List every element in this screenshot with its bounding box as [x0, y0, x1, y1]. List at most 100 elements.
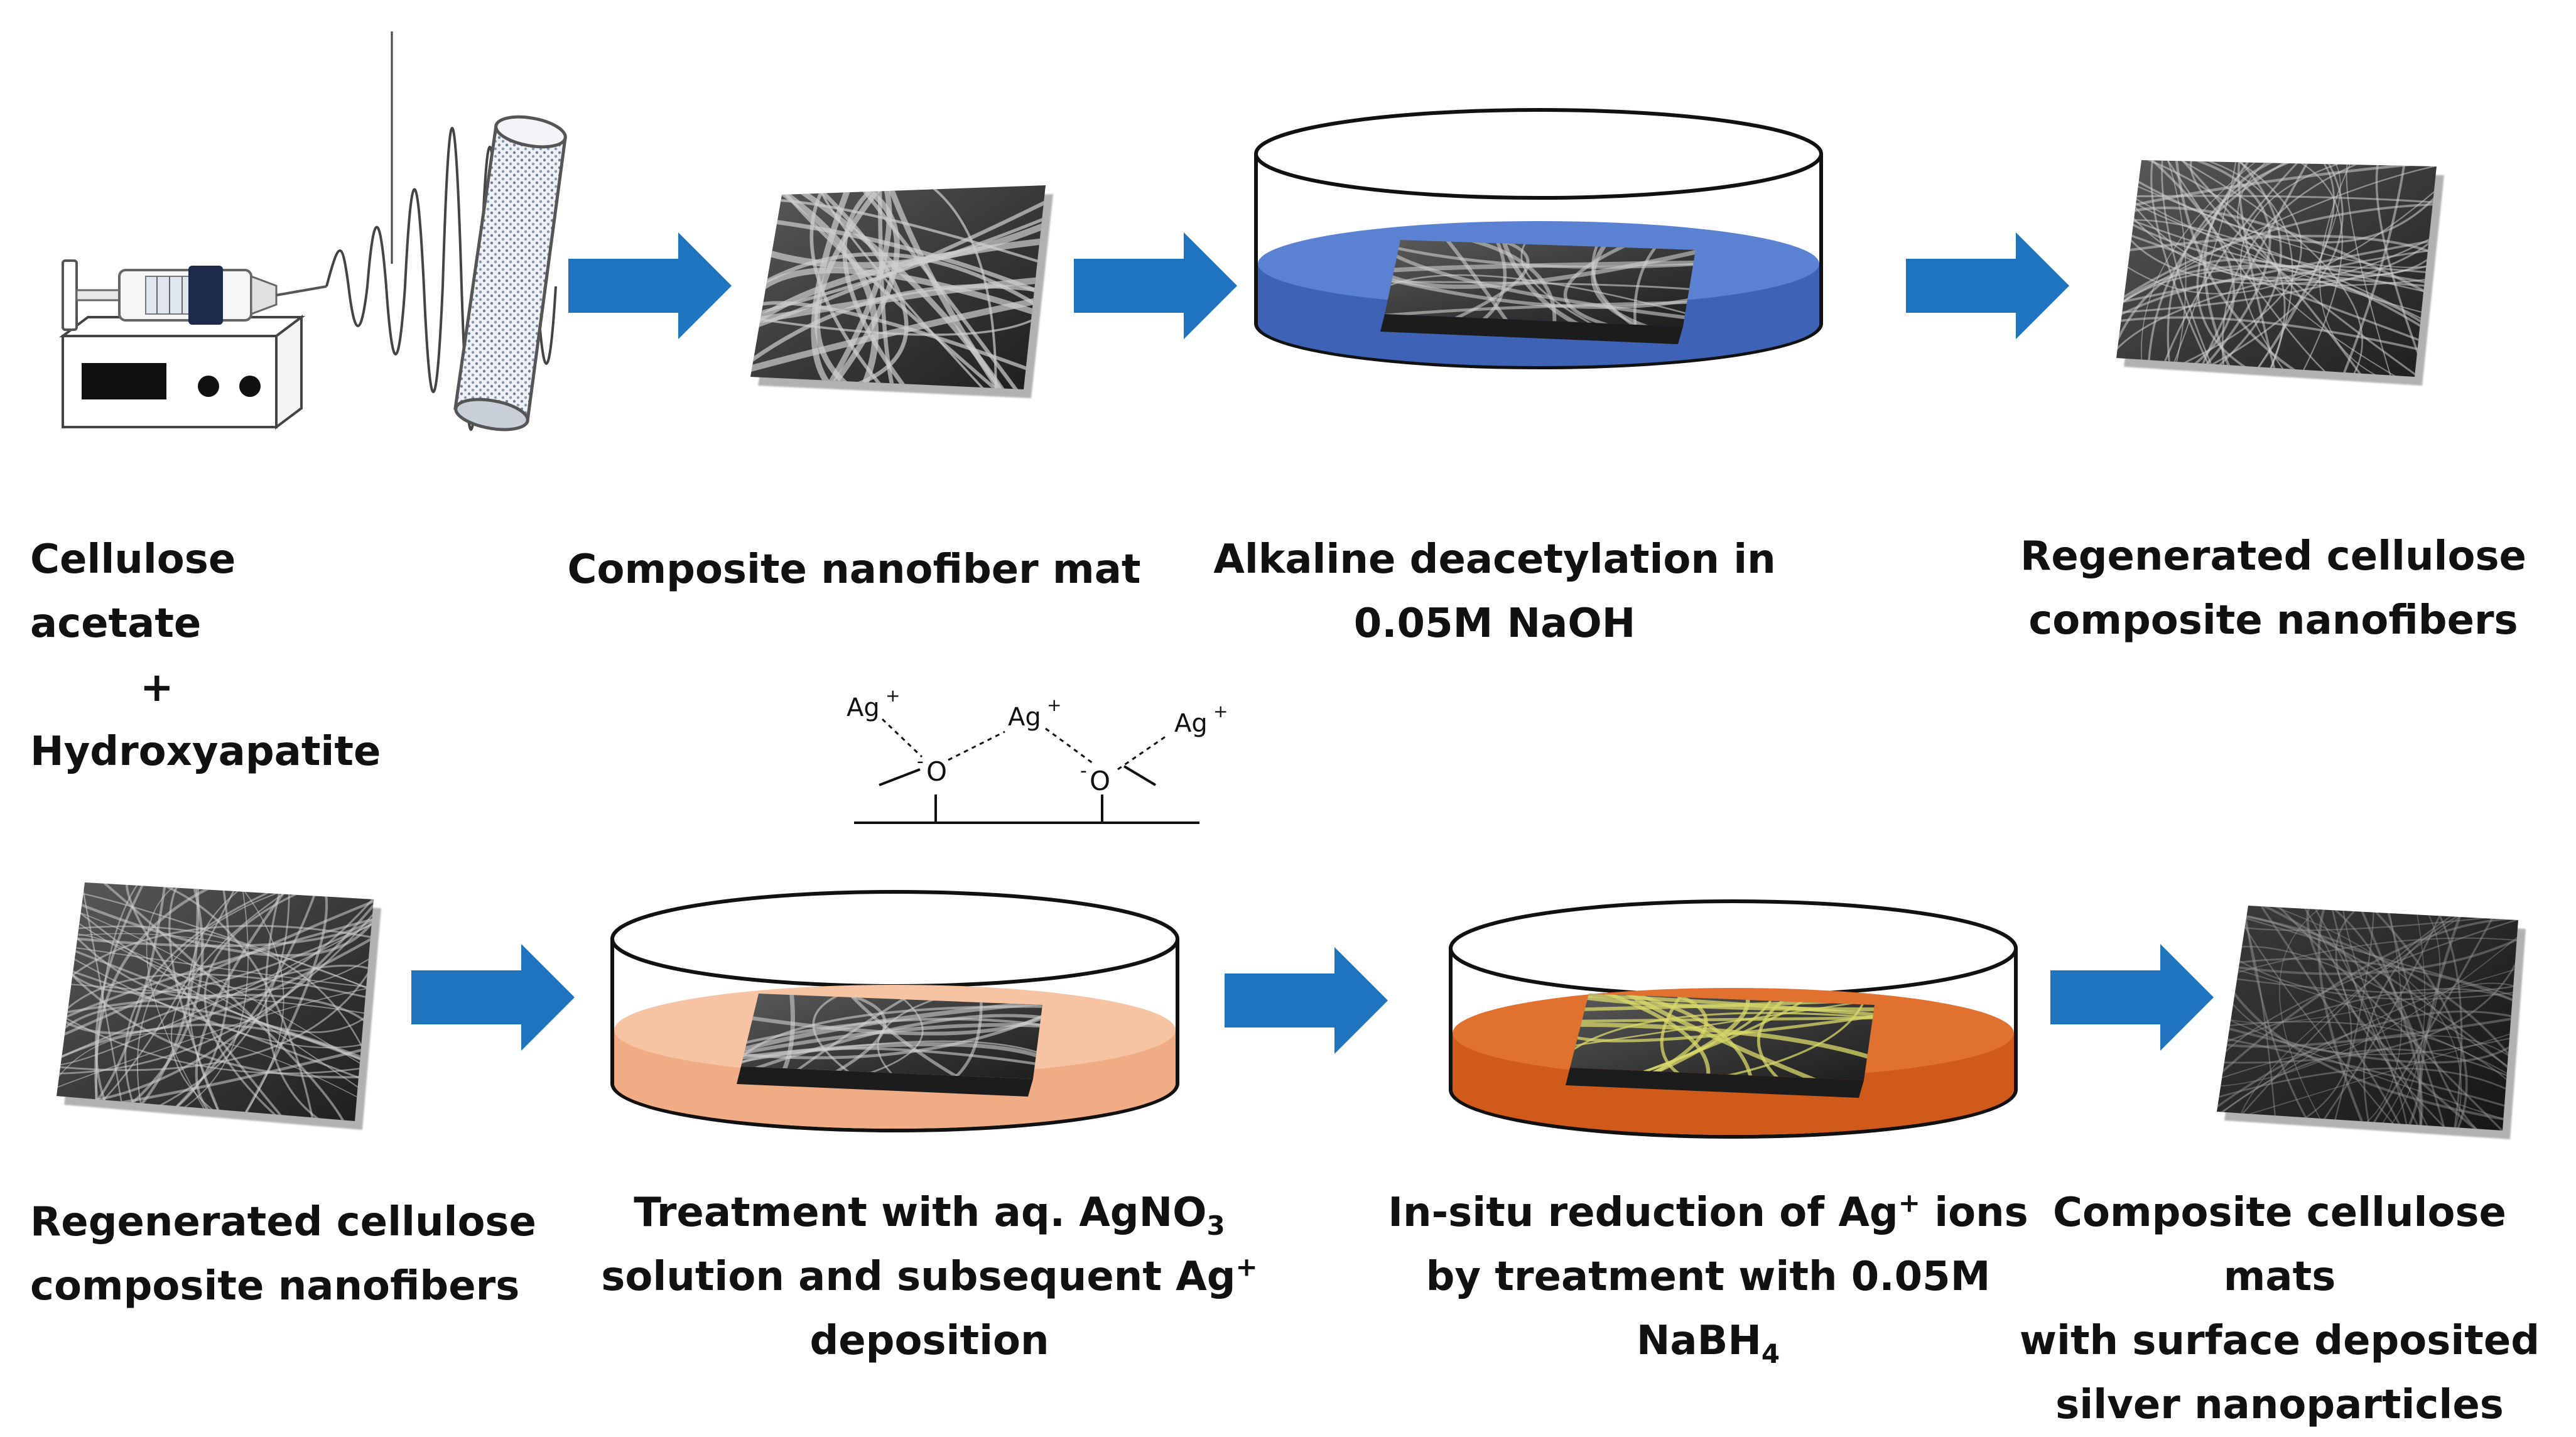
fiber-strand: [57, 937, 374, 1071]
fiber-strand: [2116, 180, 2437, 320]
fiber-strand: [1571, 994, 1755, 1080]
fiber-strand: [2217, 1021, 2518, 1106]
fiber-strand: [57, 962, 374, 1090]
nanofiber-mat-icon: [750, 185, 1053, 398]
fiber-strand: [2217, 958, 2518, 1007]
fiber-strand: [2243, 160, 2341, 377]
fiber-strand: [811, 185, 857, 389]
fiber-strand: [57, 933, 374, 998]
nanofiber-mat-icon: [1566, 994, 1875, 1098]
nanofiber-mat-icon: [1380, 240, 1696, 344]
drum-collector-icon: [453, 115, 567, 431]
fiber-strand: [1385, 260, 1696, 275]
fiber-strand: [94, 882, 254, 1121]
fiber-strand: [125, 882, 297, 1121]
fiber-strand: [1520, 240, 1623, 327]
fiber-strand: [1407, 240, 1530, 327]
fiber-strand: [1563, 240, 1679, 327]
fiber-strand: [2141, 160, 2275, 377]
fiber-strand: [2242, 160, 2335, 377]
fiber-strand: [2217, 960, 2518, 1088]
fiber-strand: [768, 994, 795, 1079]
fiber-strand: [2418, 906, 2470, 1131]
fiber-strand: [1435, 240, 1522, 327]
right-arrow-icon: [2050, 944, 2214, 1051]
caption-cellulose-acetate-hydroxyapatite: Cellulose acetate + Hydroxyapatite: [30, 536, 381, 775]
fiber-strand: [264, 882, 345, 1121]
fiber-texture: [750, 185, 1046, 389]
fiber-strand: [2217, 911, 2518, 1064]
nanofiber-mat-icon: [737, 994, 1042, 1097]
petri-dish-icon: [610, 890, 1179, 1132]
fiber-strand: [203, 882, 359, 1121]
caption-agno3-treatment: Treatment with aq. AgNO3 solution and su…: [601, 1190, 1258, 1364]
fiber-strand: [2328, 906, 2375, 1131]
fiber-strand: [750, 293, 1046, 376]
fiber-strand: [2217, 925, 2518, 1088]
fiber-strand: [2194, 160, 2317, 377]
fiber-strand: [2279, 906, 2347, 1131]
fiber-strand: [1570, 1022, 1875, 1065]
right-arrow-icon: [1225, 947, 1388, 1054]
fiber-strand: [1570, 1016, 1875, 1023]
fiber-strand: [1570, 1012, 1875, 1043]
fiber-strand: [741, 1009, 1042, 1036]
fiber-strand: [57, 929, 374, 1035]
fiber-strand: [2306, 906, 2494, 1131]
fiber-strand: [750, 217, 1046, 269]
fiber-strand: [2357, 906, 2468, 1131]
syringe-icon: [62, 259, 327, 331]
caption-regenerated-cellulose-row2: Regenerated cellulose composite nanofibe…: [30, 1199, 536, 1310]
fiber-strand: [57, 925, 374, 1001]
fiber-strand: [750, 194, 1046, 335]
fiber-strand: [2217, 908, 2518, 1085]
electrospinning-apparatus-icon: [59, 31, 567, 431]
fiber-strand: [2116, 258, 2437, 376]
fiber-strand: [2116, 264, 2437, 325]
ag-ion-2: Ag: [1008, 703, 1041, 732]
fiber-strand: [2150, 160, 2222, 377]
fiber-strand: [2167, 160, 2337, 377]
fiber-strand: [2375, 906, 2426, 1131]
right-arrow-icon: [568, 232, 732, 339]
right-arrow-icon: [1906, 232, 2069, 339]
fiber-texture: [741, 994, 1042, 1079]
caption-insitu-reduction: In-situ reduction of Ag+ ions by treatme…: [1388, 1187, 2028, 1369]
svg-text:-: -: [1080, 760, 1087, 782]
fiber-strand: [2163, 160, 2344, 377]
fiber-strand: [57, 943, 374, 1079]
fiber-strand: [2217, 917, 2518, 1089]
fiber-strand: [2217, 1067, 2518, 1104]
fiber-strand: [2116, 202, 2437, 312]
fiber-strand: [2158, 160, 2349, 377]
fiber-strand: [2217, 988, 2518, 1051]
svg-text:-: -: [917, 751, 924, 773]
nanofiber-mat-icon: [57, 882, 381, 1130]
fiber-strand: [1570, 994, 1875, 1018]
fiber-strand: [2116, 236, 2437, 307]
fiber-strand: [2217, 973, 2518, 994]
fiber-strand: [57, 882, 374, 1033]
fiber-strand: [741, 1014, 1042, 1079]
oxygen-1: O: [926, 756, 947, 787]
fiber-strand: [2217, 1048, 2518, 1129]
fiber-strand: [2383, 906, 2499, 1131]
fiber-strand: [124, 882, 325, 1121]
right-arrow-icon: [411, 944, 575, 1051]
fiber-strand: [2320, 906, 2403, 1131]
oxygen-2: O: [1090, 766, 1110, 796]
fiber-texture: [57, 882, 374, 1121]
fiber-strand: [57, 941, 374, 1049]
ag-ion-1: Ag: [847, 693, 880, 722]
fiber-strand: [2234, 906, 2462, 1131]
fiber-strand: [2353, 906, 2423, 1131]
fiber-strand: [2237, 160, 2419, 377]
fiber-strand: [2217, 1033, 2518, 1115]
fiber-strand: [88, 882, 350, 1121]
caption-composite-cellulose-silver: Composite cellulose mats with surface de…: [2019, 1190, 2540, 1428]
fiber-strand: [2361, 906, 2507, 1131]
fiber-strand: [2116, 246, 2437, 367]
fiber-strand: [1385, 281, 1696, 292]
petri-dish-icon: [1254, 108, 1823, 369]
fiber-strand: [2217, 937, 2518, 984]
